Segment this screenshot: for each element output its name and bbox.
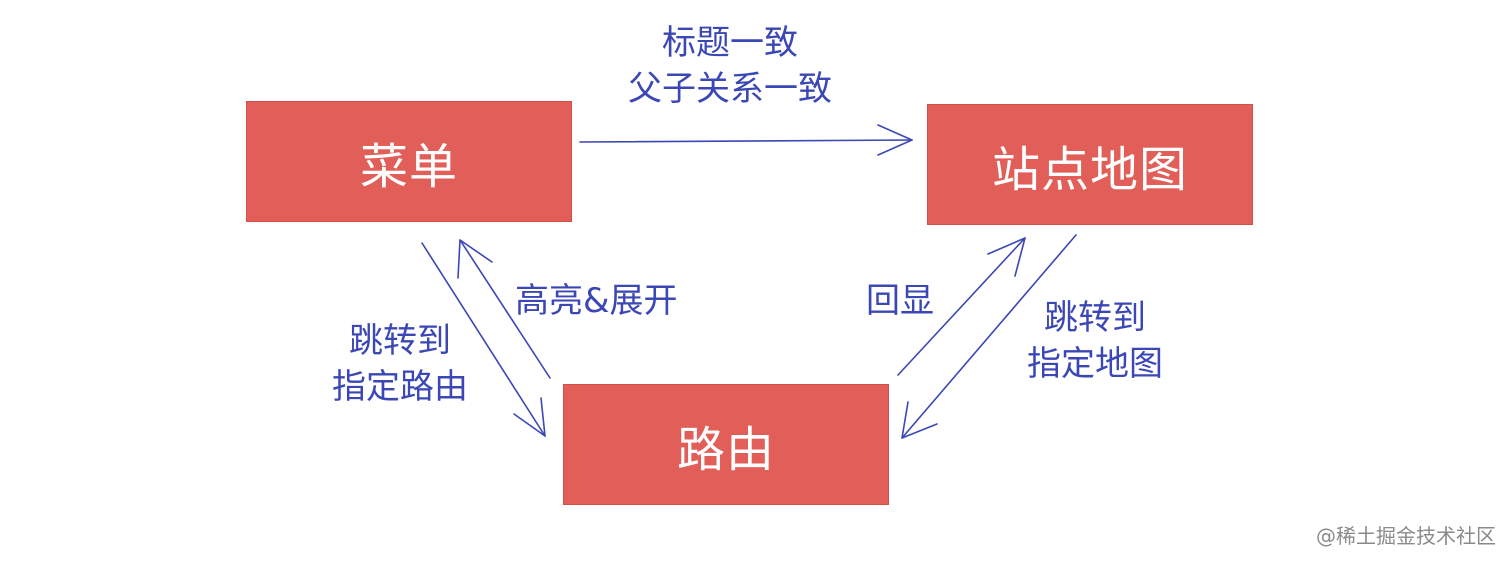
edge-label-line: 标题一致 — [662, 23, 798, 63]
edge-label-sitemap-to-route: 跳转到 指定地图 — [1000, 295, 1190, 387]
arrow-route-to-sitemap — [897, 237, 1026, 376]
node-menu: 菜单 — [246, 101, 572, 222]
edge-label-route-to-menu: 高亮&展开 — [515, 278, 678, 324]
node-route: 路由 — [563, 384, 889, 505]
arrow-sitemap-to-route — [901, 234, 1077, 439]
arrow-menu-to-sitemap — [579, 124, 913, 156]
arrow-route-to-menu — [457, 239, 551, 379]
edge-label-route-to-sitemap: 回显 — [866, 278, 934, 324]
edge-label-menu-to-sitemap: 标题一致 父子关系一致 — [560, 20, 900, 112]
node-sitemap: 站点地图 — [927, 104, 1253, 225]
arrow-menu-to-route — [421, 242, 546, 437]
node-route-label: 路由 — [676, 421, 775, 478]
edge-label-line: 回显 — [866, 281, 934, 321]
node-sitemap-label: 站点地图 — [991, 141, 1188, 198]
watermark: @稀土掘金技术社区 — [1316, 524, 1496, 548]
edge-label-line: 跳转到 — [349, 321, 451, 361]
edge-label-line: 指定路由 — [332, 367, 468, 407]
edge-label-line: 高亮&展开 — [515, 281, 678, 321]
edge-label-line: 父子关系一致 — [628, 69, 832, 109]
edge-label-line: 跳转到 — [1044, 298, 1146, 338]
node-menu-label: 菜单 — [359, 138, 458, 195]
edge-label-menu-to-route: 跳转到 指定路由 — [300, 318, 500, 410]
edge-label-line: 指定地图 — [1027, 344, 1163, 384]
